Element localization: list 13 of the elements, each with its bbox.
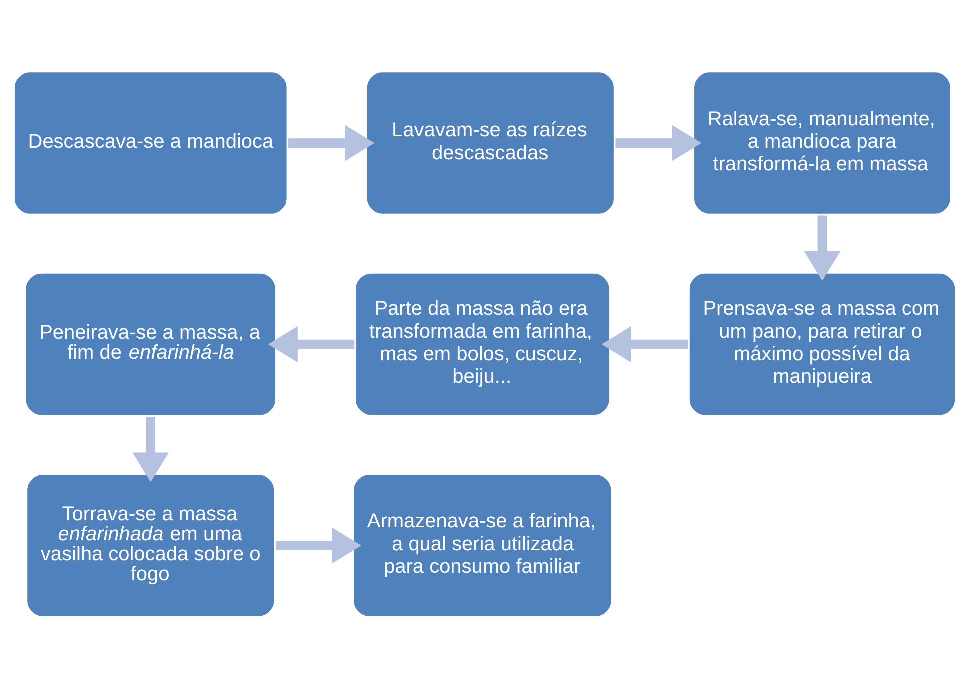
arrow [268,326,355,362]
arrow [276,527,362,564]
node-box: Peneirava-se a massa, a fim de enfarinhá-la [24,270,278,418]
node-box: Ralava-se, manualmente, a mandioca para transformá-la em massa [692,70,954,216]
arrow [804,215,841,281]
node-box: Parte da massa não era transformada em farinha, mas em bolos, cuscuz, beiju... [353,270,612,418]
node-box: Descascava-se a mandioca [12,70,290,216]
arrow [288,124,375,161]
node-box: Lavavam-se as raízes descascadas [364,70,617,216]
arrow [616,124,702,161]
arrow [132,416,169,482]
arrow [602,326,688,362]
node-box: Prensava-se a massa com um pano, para retirar o máximo possível da manipueira [687,270,958,418]
